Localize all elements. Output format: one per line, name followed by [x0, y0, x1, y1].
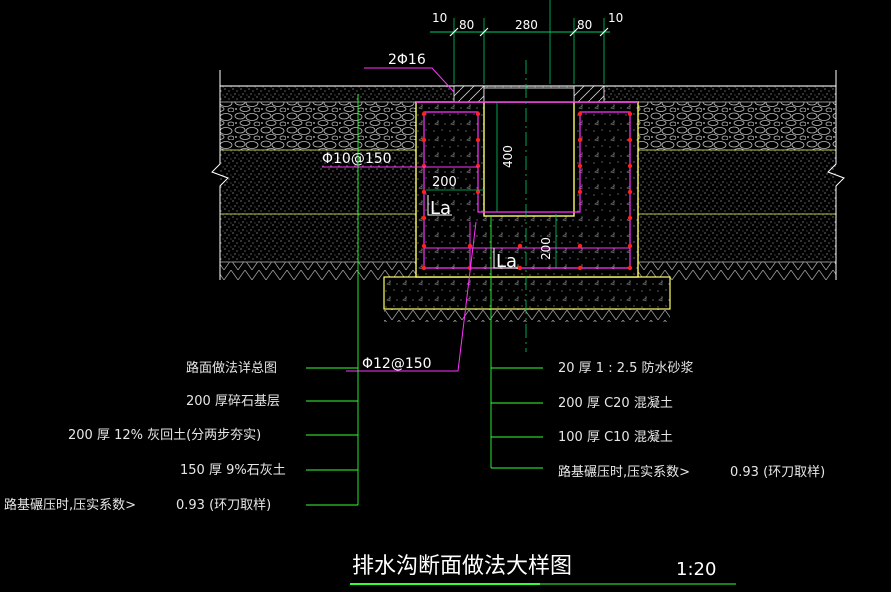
pavement-layers: [211, 70, 845, 322]
label-anchor-la-1: La: [430, 198, 451, 219]
drawing-title: 排水沟断面做法大样图: [352, 554, 572, 579]
dim-top-10-left: 10: [432, 11, 447, 25]
top-dimensions: [430, 0, 610, 84]
cover-seat-right: [573, 85, 605, 103]
dim-top-280: 280: [515, 18, 538, 32]
left-label-3: 200 厚 12% 灰回土(分两步夯实): [68, 428, 261, 443]
right-label-3: 100 厚 C10 混凝土: [558, 429, 673, 445]
label-stirrup: Φ10@150: [322, 151, 392, 167]
trench-channel: [483, 101, 575, 217]
label-anchor-la-2: La: [496, 251, 517, 272]
dim-top-80-right: 80: [577, 18, 592, 32]
label-depth-400: 400: [501, 145, 515, 168]
left-label-1: 路面做法详总图: [186, 360, 277, 376]
break-line-left: [211, 70, 229, 280]
dim-top-10-right: 10: [608, 11, 623, 25]
left-label-2: 200 厚碎石基层: [186, 394, 280, 409]
left-value: 0.93 (环刀取样): [176, 498, 271, 513]
label-depth-200: 200: [539, 237, 553, 260]
left-leader-lines: [306, 94, 359, 506]
right-value: 0.93 (环刀取样): [730, 465, 825, 480]
label-rebar-top: 2Φ16: [388, 52, 426, 68]
left-label-5: 路基碾压时,压实系数>: [4, 497, 136, 513]
right-leader-lines: [490, 216, 543, 469]
trench-cover: [483, 87, 575, 103]
right-label-2: 200 厚 C20 混凝土: [558, 395, 673, 411]
break-line-right: [827, 70, 845, 280]
cover-seat-left: [453, 85, 485, 103]
rebar-callouts: [322, 60, 557, 372]
left-label-4: 150 厚 9%石灰土: [180, 463, 286, 478]
dim-top-80-left: 80: [459, 18, 474, 32]
trench-structure: [383, 85, 671, 310]
label-width-200: 200: [432, 175, 457, 190]
right-label-1: 20 厚 1 : 2.5 防水砂浆: [558, 360, 694, 376]
rebar-dots: [421, 111, 633, 271]
label-bottom-rebar: Φ12@150: [362, 356, 432, 372]
drawing-scale: 1:20: [676, 559, 716, 580]
right-label-4: 路基碾压时,压实系数>: [558, 464, 690, 480]
c10-cushion: [383, 276, 671, 310]
